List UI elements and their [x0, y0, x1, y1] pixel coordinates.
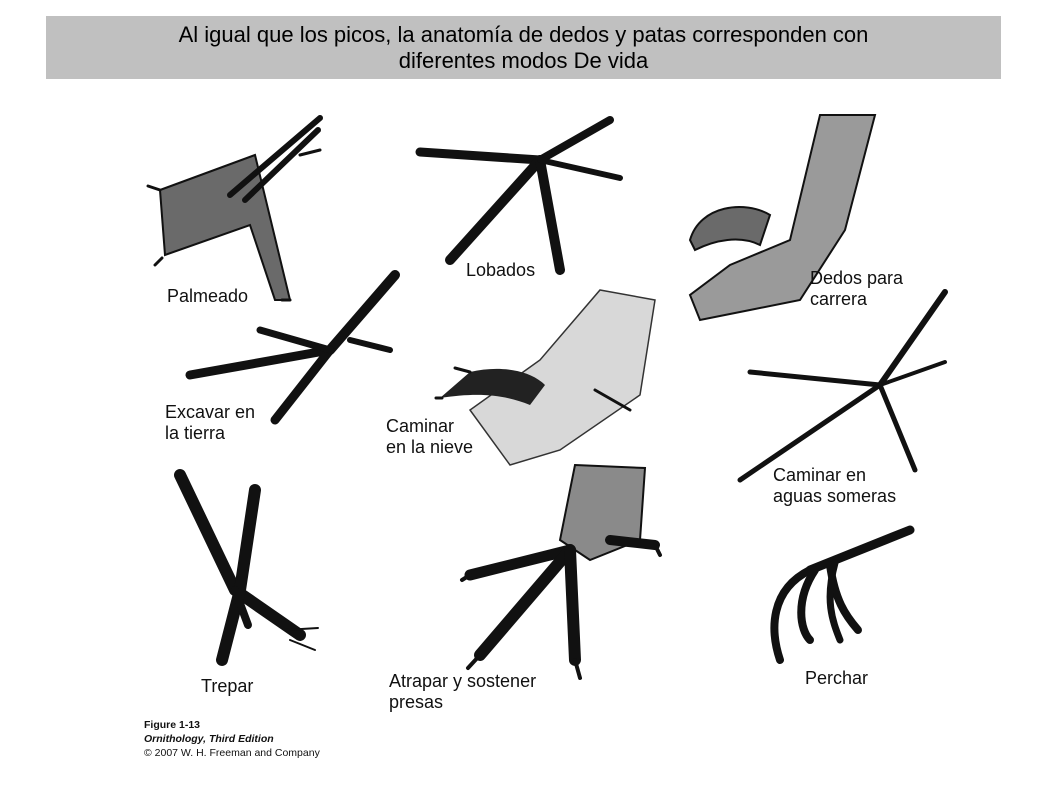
label-webbed: Palmeado — [167, 286, 249, 306]
label-snow-line-1: Caminar — [386, 416, 455, 436]
label-digging-line-1: Excavar en — [165, 402, 256, 422]
figure-number: Figure 1-13 — [144, 719, 201, 731]
webbed-foot-illustration — [146, 115, 323, 302]
lobed-foot-illustration — [415, 116, 623, 275]
label-running-line-2: carrera — [810, 289, 868, 309]
label-grasping: Atrapar y sostener presas — [389, 671, 536, 713]
snow-foot-illustration — [434, 289, 656, 466]
label-wading-line-1: Caminar en — [773, 465, 867, 485]
label-digging: Excavar en la tierra — [165, 402, 255, 444]
label-running-line-1: Dedos para — [810, 268, 904, 288]
label-snow-line-2: en la nieve — [386, 437, 474, 457]
perching-foot-illustration — [770, 525, 915, 664]
climbing-foot-illustration — [174, 469, 319, 666]
book-title: Ornithology, Third Edition — [144, 733, 274, 745]
label-digging-line-2: la tierra — [165, 423, 226, 443]
digging-foot-illustration — [185, 270, 400, 425]
slide-title: Al igual que los picos, la anatomía de d… — [46, 16, 1001, 79]
grasping-foot-illustration — [460, 463, 662, 680]
copyright-line: © 2007 W. H. Freeman and Company — [144, 747, 320, 759]
label-wading-line-2: aguas someras — [773, 486, 897, 506]
label-wading: Caminar en aguas someras — [773, 465, 896, 507]
label-running: Dedos para carrera — [810, 268, 903, 310]
slide-title-line-2: diferentes modos De vida — [398, 48, 649, 73]
label-climbing: Trepar — [201, 676, 254, 696]
slide-title-line-1: Al igual que los picos, la anatomía de d… — [178, 22, 869, 47]
running-foot-illustration — [688, 114, 877, 322]
wading-foot-illustration — [737, 289, 948, 483]
figure-caption: Figure 1-13 Ornithology, Third Edition ©… — [144, 718, 320, 760]
label-grasping-line-2: presas — [389, 692, 444, 712]
label-snow: Caminar en la nieve — [386, 416, 473, 458]
label-lobed: Lobados — [466, 260, 536, 280]
label-perching: Perchar — [805, 668, 869, 688]
label-grasping-line-1: Atrapar y sostener — [389, 671, 537, 691]
